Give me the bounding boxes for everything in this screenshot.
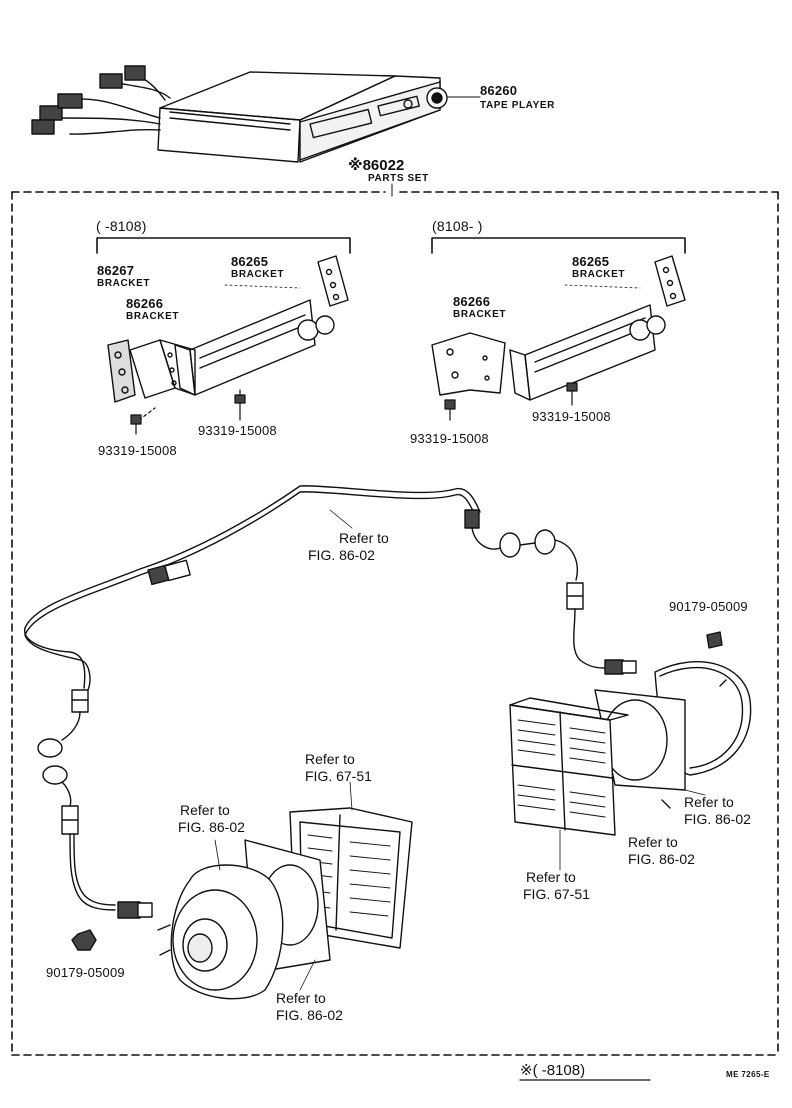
right-grille-refer-text: Refer to (526, 869, 576, 885)
left-screw-b: 93319-15008 (198, 423, 277, 438)
left-group-date-range: ( -8108) (96, 218, 147, 234)
right-bracket-86265-number: 86265 (572, 254, 610, 269)
parts-set-part-number: ※86022 (348, 157, 405, 174)
left-nut-part-number: 90179-05009 (46, 965, 125, 980)
footer-note: ※( -8108) (520, 1062, 586, 1079)
left-bracket-fig-ref: FIG. 86-02 (276, 1007, 343, 1023)
left-bracket-86266-number: 86266 (126, 296, 164, 311)
right-group-date-range: (8108- ) (432, 218, 483, 234)
right-nut-part-number: 90179-05009 (669, 599, 748, 614)
wiring-harness (24, 485, 637, 919)
right-bracket-86265-name: BRACKET (572, 269, 626, 280)
harness-fig-ref: FIG. 86-02 (308, 547, 375, 563)
left-speaker-refer-text: Refer to (180, 802, 230, 818)
right-bracket-86266-name: BRACKET (453, 309, 507, 320)
left-bracket-86265-name: BRACKET (231, 269, 285, 280)
right-bracket-86266-number: 86266 (453, 294, 491, 309)
left-speaker-assembly (71, 781, 413, 1000)
tape-player-part-number: 86260 (480, 83, 518, 98)
left-grille-refer-text: Refer to (305, 751, 355, 767)
right-screw-b: 93319-15008 (532, 409, 611, 424)
tape-player-illustration (31, 65, 481, 163)
left-bracket-86267-name: BRACKET (97, 278, 151, 289)
harness-refer-text: Refer to (339, 530, 389, 546)
right-speaker-refer-text: Refer to (684, 794, 734, 810)
right-grille-fig-ref: FIG. 67-51 (523, 886, 590, 902)
parts-set-boundary (11, 191, 779, 1056)
left-speaker-fig-ref: FIG. 86-02 (178, 819, 245, 835)
left-screw-a: 93319-15008 (98, 443, 177, 458)
left-bracket-refer-text: Refer to (276, 990, 326, 1006)
left-grille-fig-ref: FIG. 67-51 (305, 768, 372, 784)
footer-code: ME 7265-E (726, 1070, 770, 1079)
right-speaker-fig-ref: FIG. 86-02 (684, 811, 751, 827)
parts-set-name: PARTS SET (368, 173, 429, 184)
tape-player-name: TAPE PLAYER (480, 100, 555, 111)
bracket-group-left (96, 237, 351, 435)
right-bracket-fig-ref: FIG. 86-02 (628, 851, 695, 867)
left-bracket-86267-number: 86267 (97, 263, 135, 278)
right-screw-a: 93319-15008 (410, 431, 489, 446)
bracket-group-right (431, 237, 686, 421)
right-bracket-refer-text: Refer to (628, 834, 678, 850)
right-speaker-assembly (509, 631, 752, 871)
left-bracket-86266-name: BRACKET (126, 311, 180, 322)
left-bracket-86265-number: 86265 (231, 254, 269, 269)
